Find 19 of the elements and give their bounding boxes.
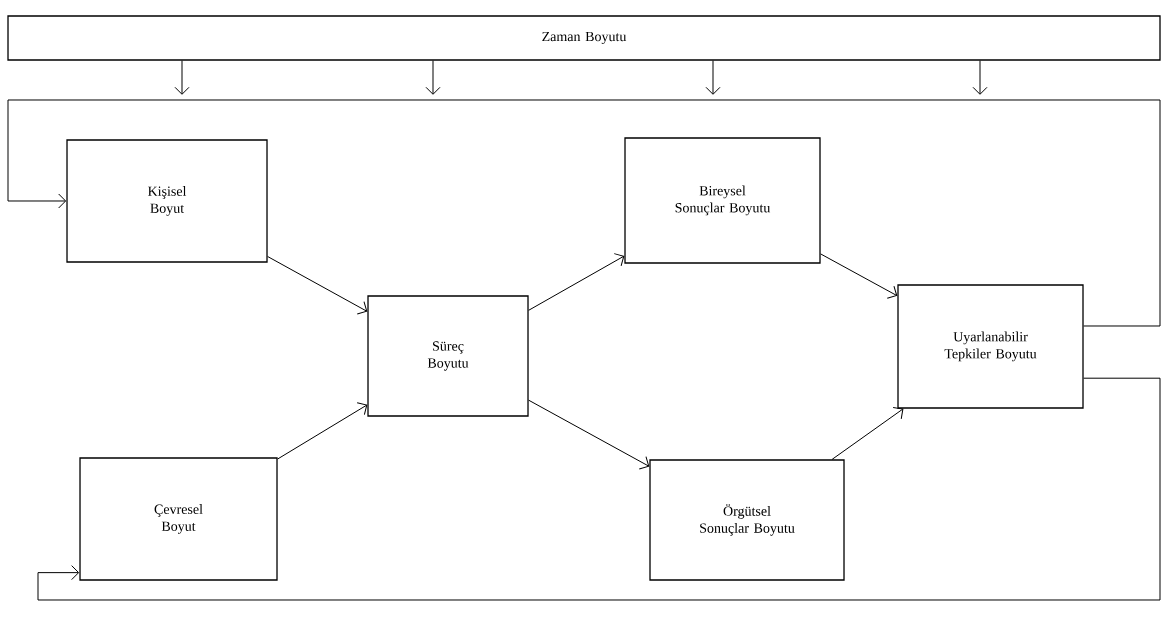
arrow: [705, 60, 721, 95]
process-box: Örgütsel Sonuçlar Boyutu: [649, 459, 845, 581]
arrow: [174, 60, 190, 95]
arrow: [528, 253, 625, 311]
dimension-band: Zaman Boyutu: [7, 15, 1161, 61]
arrow: [820, 253, 898, 299]
arrow: [7, 99, 1161, 327]
process-box: Uyarlanabilir Tepkiler Boyutu: [897, 284, 1084, 409]
process-box: Çevresel Boyut: [79, 457, 278, 581]
arrow: [37, 377, 1161, 601]
arrow: [277, 402, 368, 460]
process-box: Bireysel Sonuçlar Boyutu: [624, 137, 821, 264]
arrow: [831, 406, 904, 460]
arrow: [528, 399, 650, 470]
process-box: Kişisel Boyut: [66, 139, 268, 263]
arrow: [425, 60, 441, 95]
process-box: Süreç Boyutu: [367, 295, 529, 417]
arrow: [267, 256, 368, 315]
arrow: [972, 60, 988, 95]
